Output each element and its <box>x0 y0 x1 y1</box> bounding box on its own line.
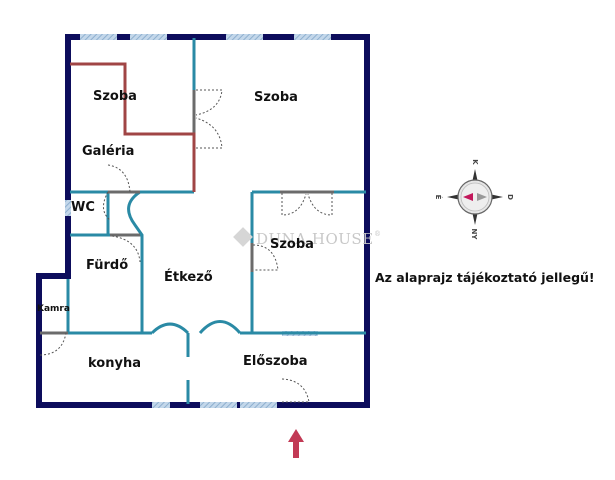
window <box>200 402 237 408</box>
disclaimer-note: Az alaprajz tájékoztató jellegű! <box>375 270 595 285</box>
door-frames <box>40 90 334 335</box>
compass-east-label: D <box>506 194 514 200</box>
room-etkezo: Étkező <box>164 269 213 285</box>
room-szoba-middle: Szoba <box>270 237 314 252</box>
window <box>226 34 263 40</box>
window <box>294 34 331 40</box>
compass-south-label: NY <box>470 229 478 241</box>
watermark-text: DUNA HOUSE <box>256 230 374 248</box>
outer-walls <box>36 34 370 408</box>
window <box>80 34 117 40</box>
compass-west-label: É <box>434 195 443 200</box>
room-labels: Szoba Galéria Szoba WC Fürdő Kamra Étkez… <box>37 89 314 371</box>
room-galeria: Galéria <box>82 144 134 159</box>
window <box>152 402 170 408</box>
door-swings <box>39 89 333 403</box>
watermark-registered: ® <box>374 230 382 238</box>
compass-needle-east <box>477 193 487 201</box>
compass-needle-west <box>463 193 473 201</box>
room-szoba-top-right: Szoba <box>254 90 298 105</box>
window <box>240 402 277 408</box>
room-konyha: konyha <box>88 356 141 371</box>
window <box>65 200 71 216</box>
room-szoba-top-left: Szoba <box>93 89 137 104</box>
watermark: DUNA HOUSE ® <box>233 227 381 248</box>
watermark-logo-icon <box>233 227 253 247</box>
window <box>130 34 167 40</box>
room-furdo: Fürdő <box>86 258 128 273</box>
compass-icon: K D É NY <box>434 159 514 240</box>
compass-north-label: K <box>471 159 479 165</box>
room-kamra: Kamra <box>37 304 70 314</box>
entrance-arrow-icon <box>288 429 304 458</box>
room-eloszoba: Előszoba <box>243 354 308 369</box>
room-wc: WC <box>71 200 95 215</box>
gallery-wall <box>70 62 196 192</box>
